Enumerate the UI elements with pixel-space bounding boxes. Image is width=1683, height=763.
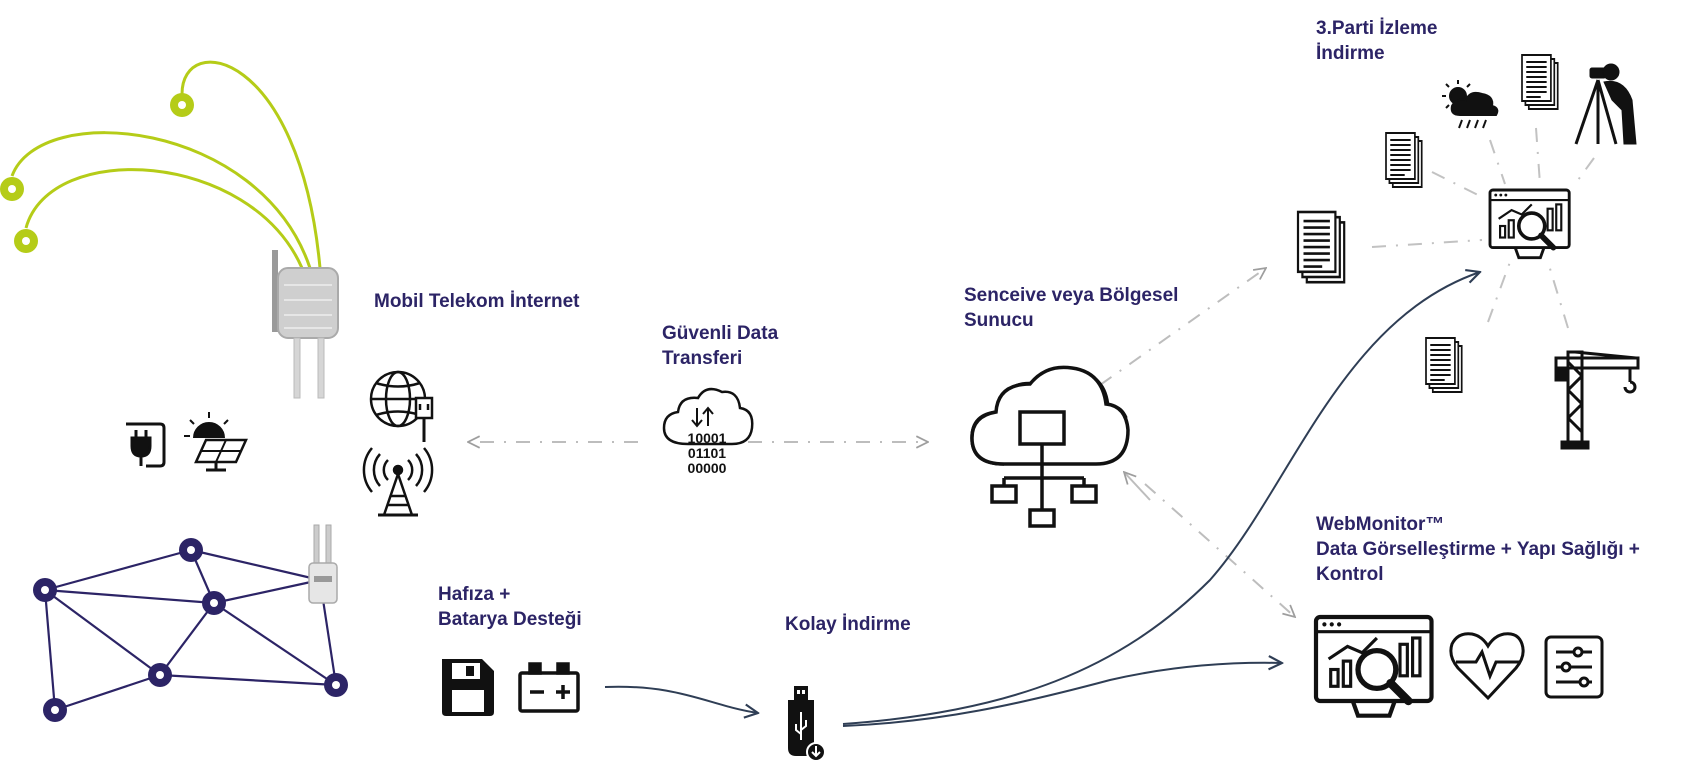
document-stack-icon xyxy=(1521,54,1559,110)
globe-ethernet-icon xyxy=(369,370,434,442)
monitor-analytics-icon xyxy=(1316,617,1432,716)
webmonitor-label-line1: WebMonitor™ xyxy=(1316,514,1445,535)
sensor-cables xyxy=(10,60,322,269)
link-server-docs xyxy=(1099,268,1266,386)
cloud-server-icon xyxy=(970,365,1130,528)
secure-transfer-label-line2: Transferi xyxy=(662,348,743,369)
mesh-nodes xyxy=(33,538,348,722)
gateway-device-icon xyxy=(272,250,339,399)
floppy-disk-icon xyxy=(442,659,494,716)
secure-transfer-label-line1: Güvenli Data xyxy=(662,323,779,344)
webmonitor-label: WebMonitor™ Data Görselleştirme + Yapı S… xyxy=(1316,512,1640,587)
server-label: Senceive veya Bölgesel Sunucu xyxy=(964,283,1178,333)
mesh-gateway-icon xyxy=(308,524,338,604)
arrow-memory-usb xyxy=(604,685,758,713)
mobile-telecom-label-text: Mobil Telekom İnternet xyxy=(374,291,580,312)
server-label-line1: Senceive veya Bölgesel xyxy=(964,285,1179,306)
cloud-transfer-icon: 10001 01101 00000 xyxy=(662,387,754,476)
monitor-analytics-icon xyxy=(1490,190,1569,258)
arrow-usb-thirdparty xyxy=(842,272,1480,725)
binary-row-2: 01101 xyxy=(688,445,726,461)
webmonitor-label-line2: Data Görselleştirme + Yapı Sağlığı + xyxy=(1316,539,1640,560)
third-party-label-line2: İndirme xyxy=(1316,43,1385,64)
third-party-label-line1: 3.Parti İzleme xyxy=(1316,18,1438,39)
radio-tower-icon xyxy=(362,447,434,517)
memory-battery-label-line2: Batarya Desteği xyxy=(438,609,582,630)
link-webmonitor-server xyxy=(1124,472,1151,501)
third-party-spokes xyxy=(1371,127,1595,329)
power-plug-icon xyxy=(126,422,166,468)
webmonitor-label-line3: Kontrol xyxy=(1316,564,1384,585)
solar-panel-icon xyxy=(184,412,248,472)
document-stack-icon xyxy=(1296,210,1346,284)
server-label-line2: Sunucu xyxy=(964,310,1034,331)
memory-battery-label: Hafıza + Batarya Desteği xyxy=(438,582,582,632)
secure-transfer-label: Güvenli Data Transferi xyxy=(662,321,778,371)
third-party-label: 3.Parti İzleme İndirme xyxy=(1316,16,1437,66)
surveyor-icon xyxy=(1574,63,1637,145)
binary-row-3: 00000 xyxy=(688,460,727,476)
easy-download-label: Kolay İndirme xyxy=(785,612,911,637)
easy-download-label-text: Kolay İndirme xyxy=(785,614,911,635)
document-stack-icon xyxy=(1385,132,1423,188)
control-panel-icon xyxy=(1544,635,1604,699)
sensor-nodes xyxy=(0,93,194,253)
link-server-webmonitor xyxy=(1144,483,1295,617)
arrow-usb-webmonitor xyxy=(842,663,1282,727)
binary-row-1: 10001 xyxy=(688,430,727,446)
weather-icon xyxy=(1442,80,1499,129)
heartbeat-icon xyxy=(1449,632,1525,701)
mesh-network xyxy=(43,548,338,712)
usb-drive-icon xyxy=(788,686,826,762)
memory-battery-label-line1: Hafıza + xyxy=(438,584,511,605)
crane-icon xyxy=(1554,350,1640,450)
battery-icon xyxy=(518,662,580,713)
mobile-telecom-label: Mobil Telekom İnternet xyxy=(374,289,580,314)
document-stack-icon xyxy=(1425,337,1463,393)
